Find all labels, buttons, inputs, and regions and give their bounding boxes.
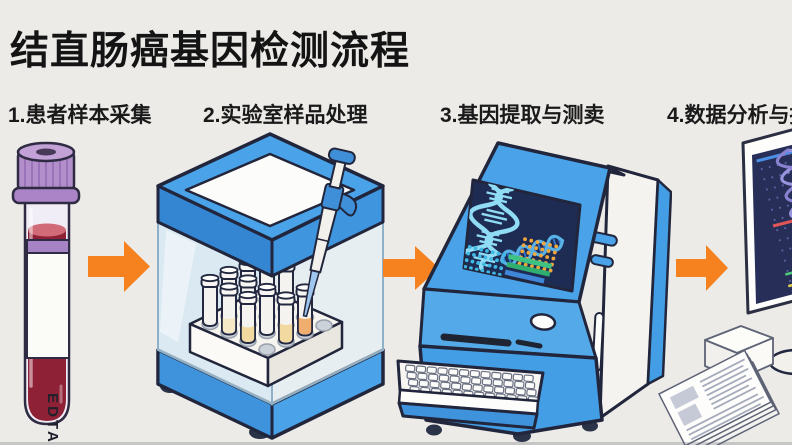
tube-label bbox=[26, 239, 70, 359]
gene-sequencer-icon bbox=[396, 141, 672, 442]
step3-icon-wrap bbox=[394, 134, 672, 445]
analysis-monitor-icon bbox=[657, 128, 792, 445]
flow-arrow-3 bbox=[676, 245, 728, 291]
step-label-2: 2.实验室样品处理 bbox=[203, 104, 368, 127]
pipette bbox=[302, 147, 358, 318]
keyboard bbox=[396, 359, 545, 430]
blood-tube-icon bbox=[11, 141, 81, 426]
step-label-3: 3.基因提取与测卖 bbox=[440, 104, 605, 127]
page-title: 结直肠癌基因检测流程 bbox=[10, 30, 411, 73]
flow-arrow-1 bbox=[88, 241, 150, 292]
tube-label-text: EDTA探凝 bbox=[44, 393, 61, 445]
step2-icon-wrap bbox=[138, 126, 394, 444]
tube-cap bbox=[11, 141, 81, 205]
step1-icon-wrap: EDTA探凝 bbox=[4, 138, 98, 445]
analysis-monitor bbox=[741, 128, 792, 315]
step-label-1: 1.患者样本采集 bbox=[8, 104, 152, 127]
sequencer-side-panel bbox=[590, 164, 672, 420]
step4-icon-wrap bbox=[655, 128, 792, 445]
step-label-4: 4.数据分析与报告 bbox=[667, 104, 792, 127]
dna-screen bbox=[462, 178, 582, 293]
bottom-edge-shadow bbox=[0, 442, 792, 445]
sample-chamber-icon bbox=[156, 132, 385, 440]
flow-arrow-2 bbox=[383, 246, 439, 290]
dna-helix-purple bbox=[775, 148, 792, 292]
chamber-lid bbox=[156, 132, 385, 278]
report-paper-stack bbox=[657, 349, 781, 445]
